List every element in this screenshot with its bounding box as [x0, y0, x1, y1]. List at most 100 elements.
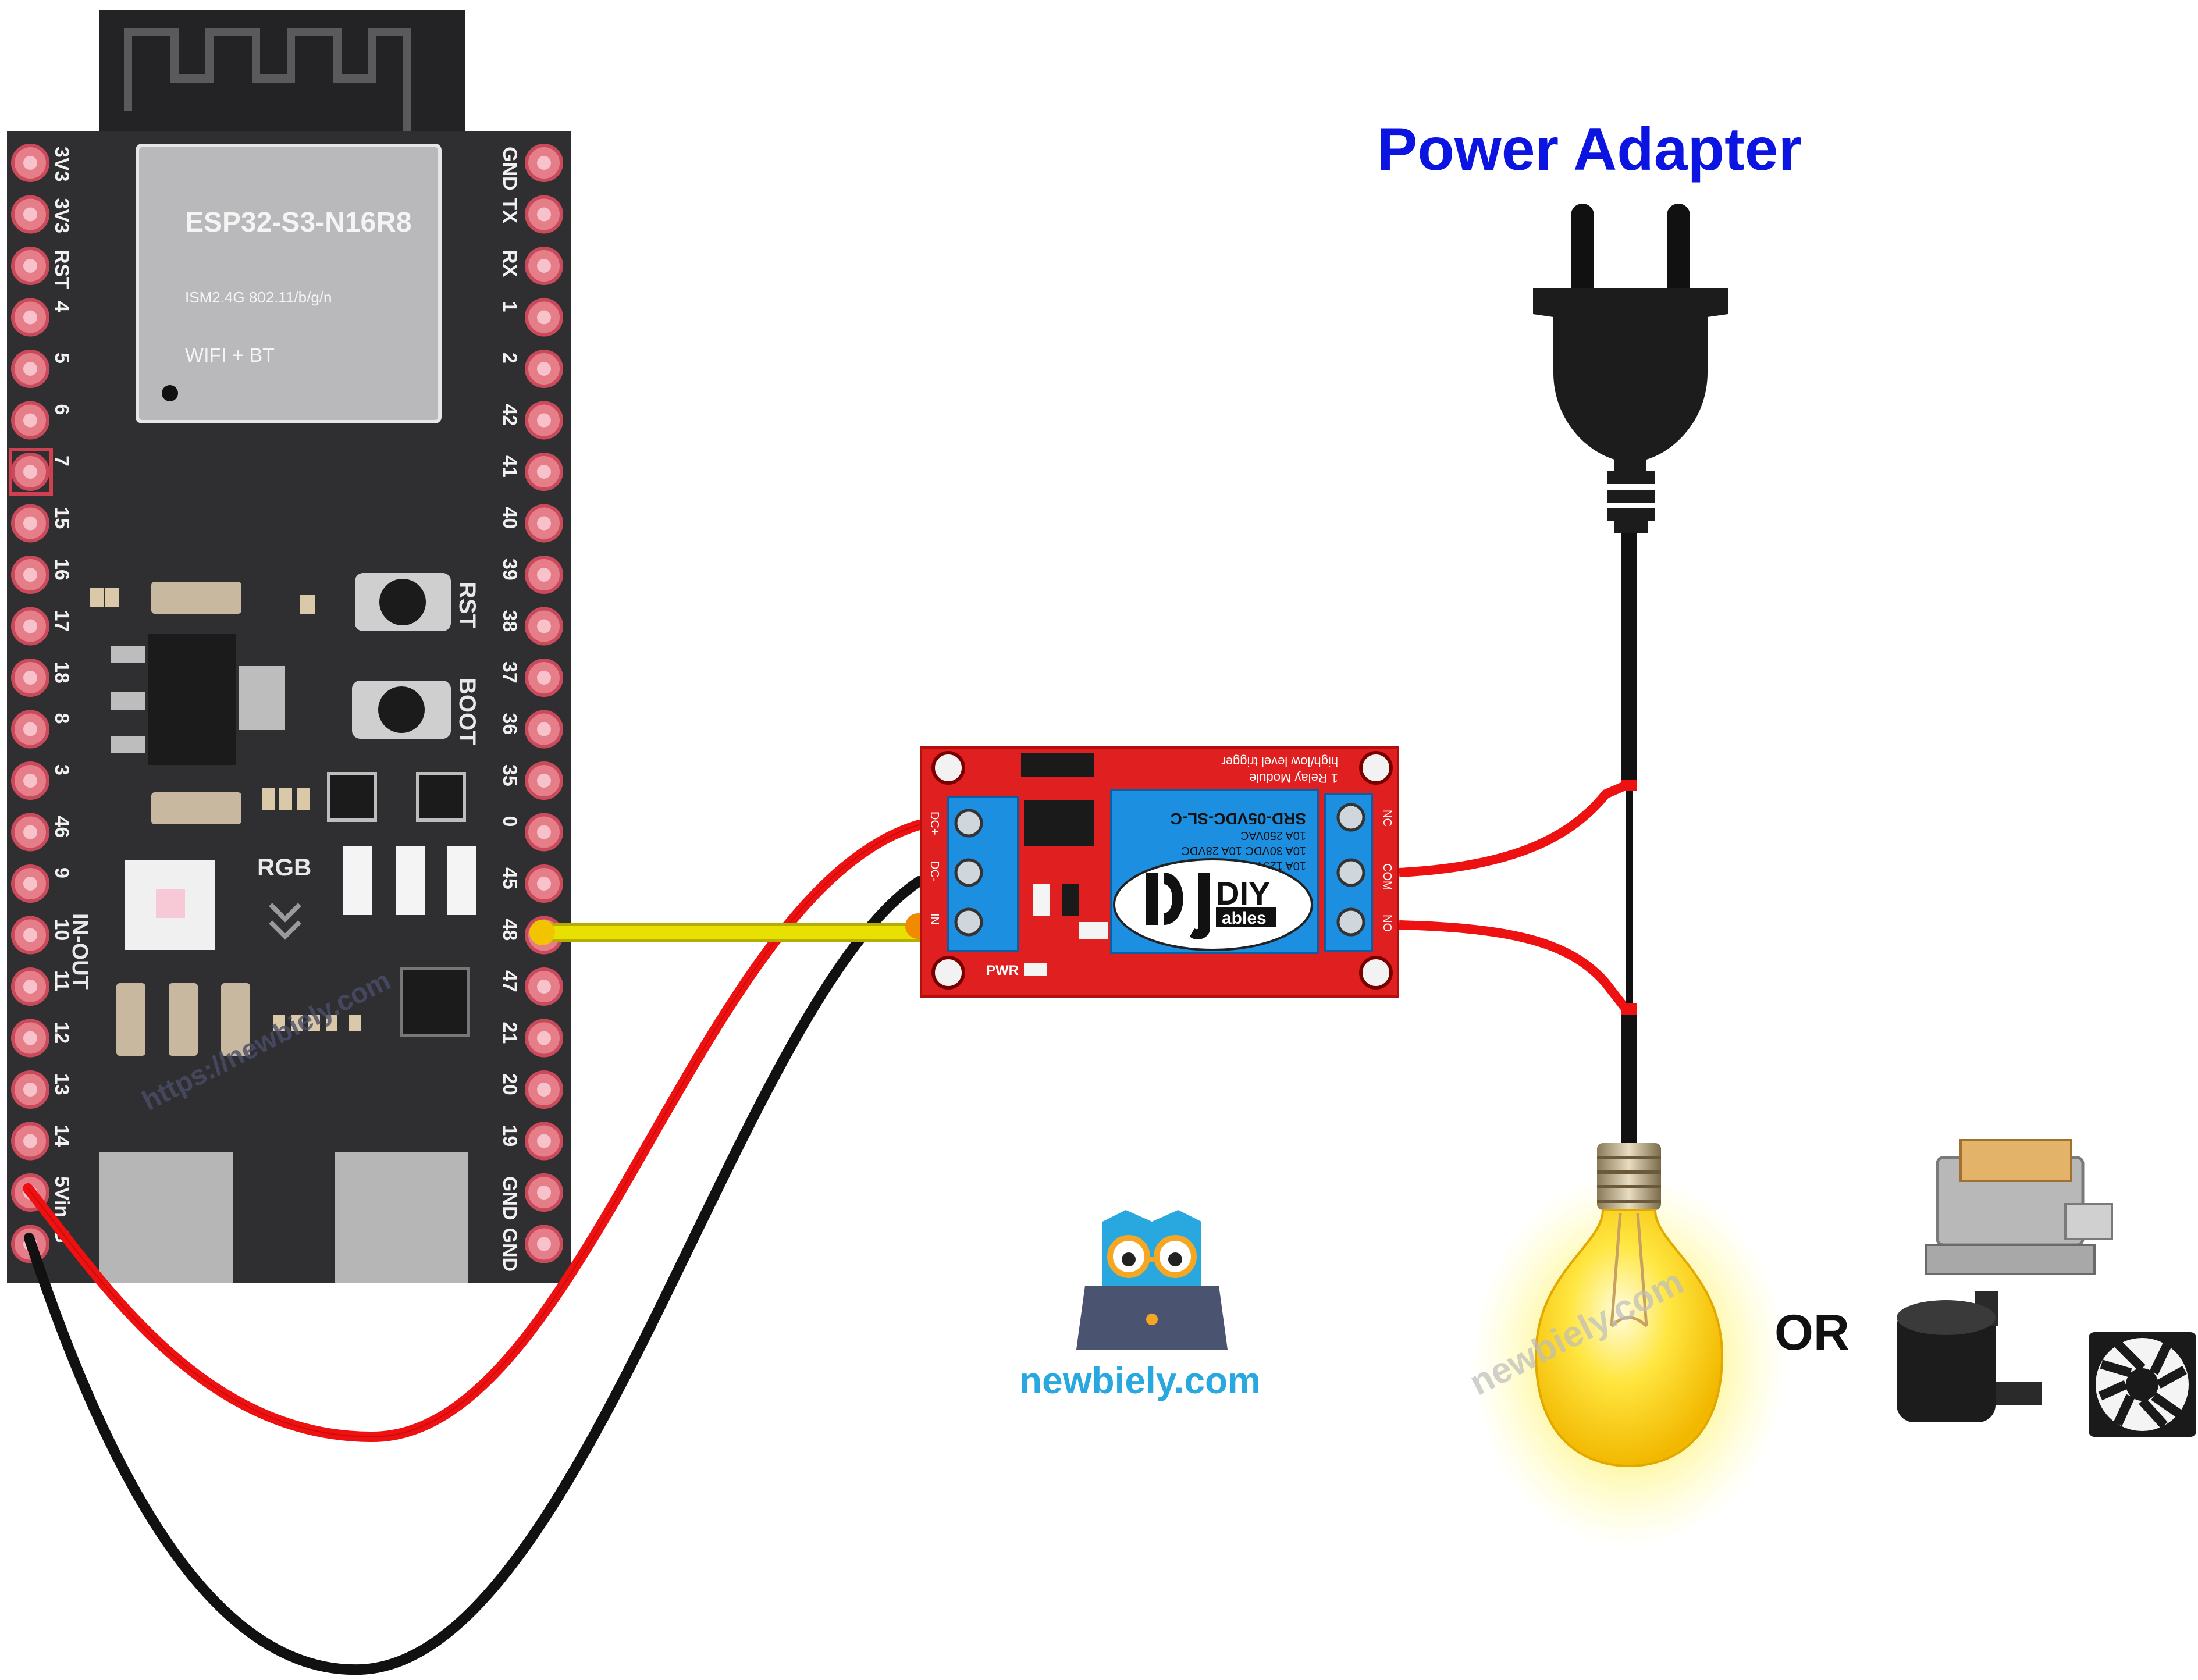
- input-screw-3[interactable]: [954, 907, 983, 937]
- right-pin-hole-1: [537, 207, 551, 222]
- left-pin-hole-0: [23, 156, 37, 170]
- capacitor-top: [151, 582, 241, 614]
- usb-chip: [400, 967, 470, 1037]
- boot-label: BOOT: [454, 678, 480, 745]
- in-out-label: IN-OUT: [67, 913, 92, 990]
- right-pin-hole-19: [537, 1134, 551, 1148]
- input-label-in: IN: [928, 913, 941, 925]
- left-pin-label-18: 13: [51, 1073, 73, 1095]
- output-screw-nc[interactable]: [1336, 803, 1365, 832]
- pwr-led: [1024, 963, 1047, 976]
- left-pin-label-20: 5Vin: [51, 1176, 73, 1218]
- power-plug-icon: [1533, 204, 1728, 533]
- module-wireless: WIFI + BT: [185, 344, 275, 366]
- output-screw-no[interactable]: [1336, 907, 1365, 937]
- right-pin-hole-9: [537, 619, 551, 633]
- trigger-jumper[interactable]: [1021, 753, 1094, 777]
- output-label-no: NO: [1381, 914, 1393, 932]
- rst-button[interactable]: [355, 573, 451, 631]
- left-pin-label-16: 11: [51, 970, 73, 991]
- mount-hole-tl: [931, 751, 965, 785]
- left-pin-hole-5: [23, 413, 37, 428]
- right-pin-label-3: 1: [499, 301, 521, 312]
- resistor-2: [396, 846, 425, 915]
- optocoupler: [1024, 800, 1094, 846]
- right-pin-label-20: GND: [499, 1176, 521, 1220]
- right-pin-hole-21: [537, 1237, 551, 1251]
- input-label-dcplus: DC+: [928, 811, 941, 835]
- relay-module-title: 1 Relay Module: [1249, 771, 1338, 785]
- module-shield: [136, 144, 442, 423]
- cap-a: [116, 983, 145, 1056]
- right-pin-label-19: 19: [499, 1125, 521, 1147]
- wire-no-red: [1399, 920, 1630, 1012]
- owl-logo-icon: [1076, 1210, 1228, 1350]
- right-pin-hole-5: [537, 413, 551, 428]
- right-pin-label-0: GND: [499, 147, 521, 191]
- regulator-tab: [239, 666, 285, 730]
- smd-3: [300, 595, 315, 614]
- left-pin-label-19: 14: [51, 1125, 73, 1147]
- left-pin-label-7: 15: [51, 507, 73, 529]
- regulator-pin-2: [111, 692, 145, 710]
- smd-1: [90, 588, 104, 607]
- left-pin-hole-3: [23, 310, 37, 325]
- transistor-2: [416, 772, 466, 822]
- smd-8: [291, 1015, 303, 1031]
- left-pin-hole-15: [23, 928, 37, 942]
- left-pin-header: 3V33V3RST4567151617188346910111213145Vin…: [9, 144, 73, 1263]
- output-label-nc: NC: [1381, 810, 1393, 827]
- right-pin-hole-14: [537, 877, 551, 891]
- load-wiring: [1399, 524, 1637, 1152]
- usb-port-2: [335, 1152, 468, 1283]
- boot-button[interactable]: [352, 681, 451, 739]
- logo-text: newbiely.com: [1019, 1359, 1261, 1401]
- relay-smd-2: [1062, 884, 1079, 916]
- regulator-pin-3: [111, 736, 145, 753]
- smd-2: [105, 588, 119, 607]
- solenoid-lock-icon: [1925, 1139, 2113, 1275]
- relay-model: SRD-05VDC-SL-C: [1171, 810, 1306, 828]
- resistor-1: [343, 846, 372, 915]
- diyables-small: ables: [1222, 909, 1267, 928]
- left-pin-hole-12: [23, 774, 37, 788]
- bulb-base: [1597, 1143, 1661, 1210]
- left-pin-label-1: 3V3: [51, 198, 73, 234]
- left-pin-hole-8: [23, 568, 37, 582]
- relay-rating-2: 10A 30VDC 10A 28VDC: [1181, 844, 1306, 857]
- resistor-3: [447, 846, 476, 915]
- left-pin-label-17: 12: [51, 1022, 73, 1044]
- right-pin-label-2: RX: [499, 250, 521, 277]
- left-pin-hole-9: [23, 619, 37, 633]
- signal-wires: [23, 820, 931, 1675]
- left-pin-label-3: 4: [51, 301, 73, 312]
- antenna-trace: [124, 28, 411, 137]
- rgb-led-core: [156, 889, 185, 918]
- diyables-mark: [1146, 873, 1210, 939]
- light-bulb-icon: [1472, 1143, 1786, 1547]
- output-screw-com[interactable]: [1336, 858, 1365, 887]
- input-screw-1[interactable]: [954, 809, 983, 838]
- input-screw-2[interactable]: [954, 858, 983, 887]
- wire-red-5v-outline: [27, 824, 920, 1438]
- pwr-label: PWR: [986, 963, 1019, 978]
- right-pin-label-6: 41: [499, 455, 521, 478]
- diyables-big: DIY: [1216, 875, 1270, 912]
- diyables-small-bg: [1216, 907, 1276, 927]
- left-pin-label-9: 17: [51, 610, 73, 632]
- cap-b: [169, 983, 198, 1056]
- bulb-thread: [1597, 1156, 1661, 1203]
- module-dot: [162, 385, 178, 401]
- cooling-fan-icon: [2089, 1332, 2196, 1437]
- rst-label: RST: [454, 582, 480, 628]
- left-pin-label-5: 6: [51, 404, 73, 415]
- left-pin-label-8: 16: [51, 558, 73, 581]
- right-pin-label-12: 35: [499, 764, 521, 786]
- input-label-dcminus: DC-: [928, 861, 941, 882]
- right-pin-hole-20: [537, 1186, 551, 1200]
- cap-c: [221, 983, 250, 1056]
- right-pin-hole-2: [537, 259, 551, 273]
- left-pin-hole-13: [23, 825, 37, 839]
- pin-7-highlight: [9, 448, 53, 496]
- wire-yellow-signal: [541, 923, 922, 942]
